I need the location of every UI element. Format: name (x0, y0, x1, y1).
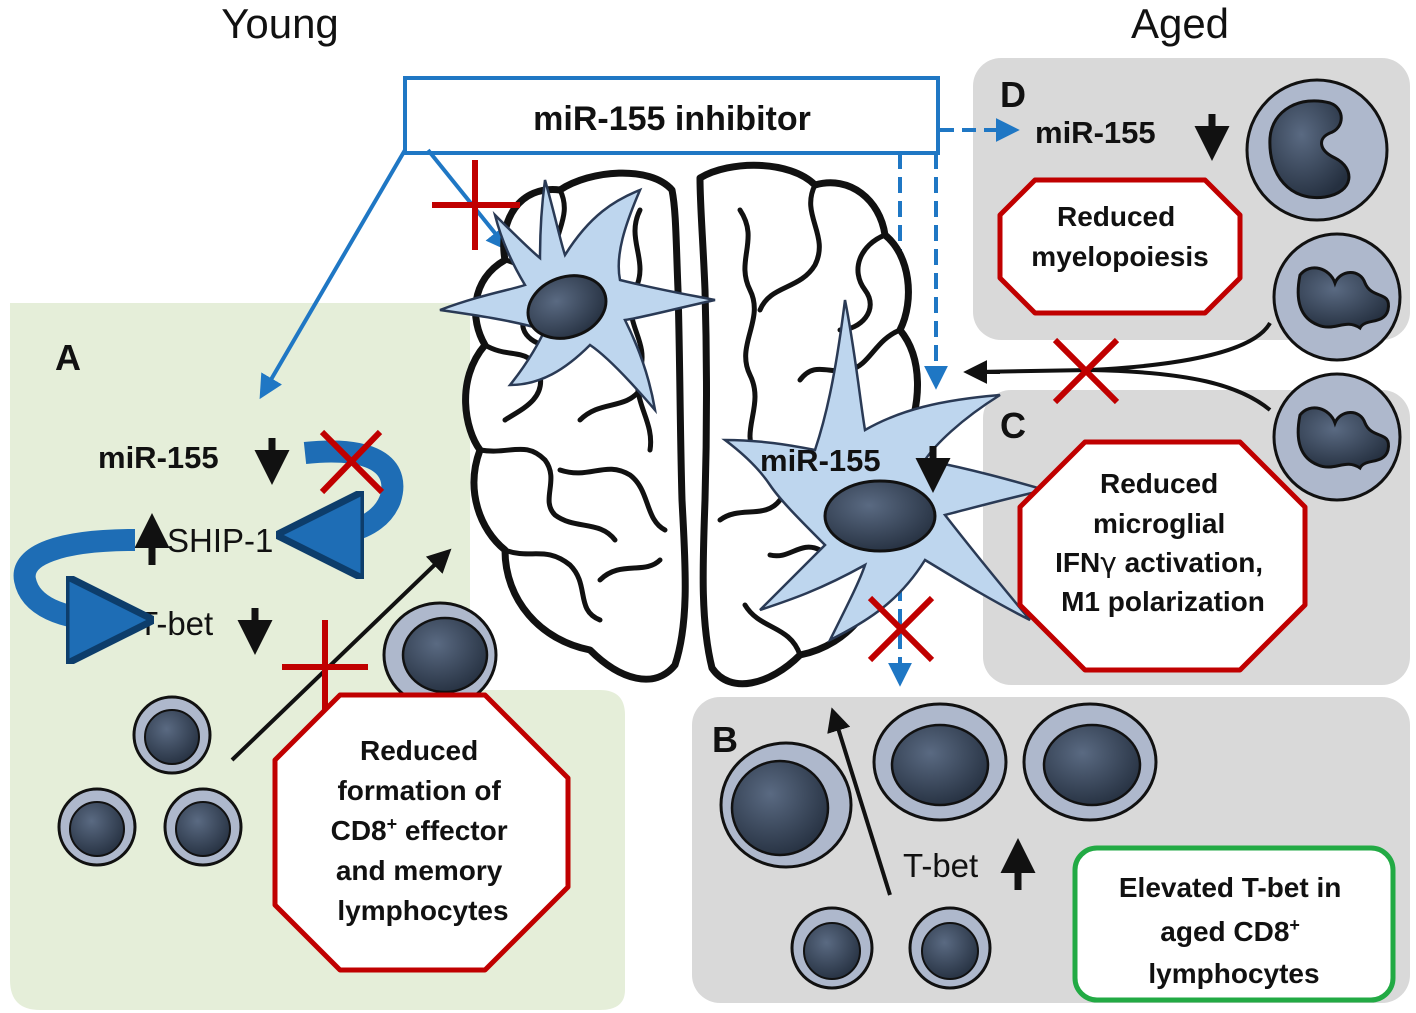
myeloid-progenitor-cell (1245, 78, 1389, 222)
effector-cell (382, 601, 498, 709)
inhibitor-label: miR-155 inhibitor (533, 100, 811, 138)
arrow-inhibitor-to-neuron (426, 148, 511, 252)
panel-b-green-box: Elevated T-bet in aged CD8+ lymphocytes (1072, 845, 1396, 1003)
panel-c-octagon-line2: microglial (1093, 508, 1225, 539)
panel-a-octagon: Reduced formation of CD8+ effector and m… (272, 692, 571, 973)
panel-a-cells (57, 601, 498, 867)
microglia-cell-right (721, 299, 1046, 643)
inhibitor-box: miR-155 inhibitor (403, 76, 940, 155)
svg-text:Reduced formation of: Reduced formation of CD8+ effector and m… (331, 735, 516, 926)
panel-a-red-cross (282, 620, 368, 715)
panel-d-octagon-line1: Reduced (1057, 201, 1175, 232)
effector-cell (872, 702, 1008, 822)
panel-d-octagon: Reduced myelopoiesis (997, 177, 1243, 316)
svg-text:Elevated T-bet in aged C: Elevated T-bet in aged CD8+ lymphocytes (1119, 872, 1349, 989)
arrow-inhibitor-to-a (259, 148, 407, 400)
lymphocyte (163, 787, 243, 867)
panel-a-octagon-line3: CD8+ effector (331, 814, 508, 846)
panel-b-box-line2: aged CD8+ (1160, 915, 1300, 947)
effector-cell (719, 741, 853, 869)
panel-a-octagon-line5: lymphocytes (337, 895, 508, 926)
panel-c-red-x (867, 595, 935, 663)
lymphocyte (132, 695, 212, 775)
brain-mir155-label: miR-155 (760, 443, 881, 478)
monocyte-cell-upper (1272, 232, 1402, 362)
neuron-red-cross (432, 160, 520, 250)
panel-b-tbet: T-bet (903, 847, 978, 884)
panel-b-cells (719, 702, 1158, 990)
panel-d-red-x (1052, 337, 1120, 405)
panel-a-curved-arrow-lower (13, 529, 135, 620)
header-young: Young (221, 0, 339, 47)
microglia-cell-left (439, 179, 716, 415)
panel-d-octagon-line2: myelopoiesis (1031, 241, 1208, 272)
panel-b-letter: B (712, 719, 738, 760)
header-aged: Aged (1131, 0, 1229, 47)
panel-a-letter: A (55, 337, 81, 378)
panel-a-mir155: miR-155 (98, 440, 219, 475)
panel-a-tbet: T-bet (138, 605, 213, 642)
svg-text:Reduced microglial: Reduced microglial IFNγ activation, M1 p… (1055, 468, 1271, 617)
panel-d-letter: D (1000, 74, 1026, 115)
panel-b-box-line1: Elevated T-bet in (1119, 872, 1342, 903)
panel-a-octagon-line2: formation of (337, 775, 501, 806)
lymphocyte (57, 787, 137, 867)
panel-c-octagon-line3: IFNγ activation, (1055, 546, 1263, 579)
monocyte-migration-arrow (974, 321, 1272, 412)
panel-a-differentiation-arrow (230, 548, 452, 762)
panel-a-red-x (319, 429, 385, 495)
panel-b-box-line3: lymphocytes (1148, 958, 1319, 989)
panel-b-differentiation-arrow (827, 707, 892, 896)
panel-a-ship1: SHIP-1 (167, 522, 273, 559)
lymphocyte (908, 906, 992, 990)
panel-c-letter: C (1000, 405, 1026, 446)
effector-cell (1022, 702, 1158, 822)
svg-text:Reduced myelopoiesis: Reduced myelopoiesis (1031, 201, 1208, 272)
panel-c-octagon-line1: Reduced (1100, 468, 1218, 499)
panel-a-octagon-line4: and memory (336, 855, 503, 886)
panel-a-octagon-line1: Reduced (360, 735, 478, 766)
panel-c-octagon-line4: M1 polarization (1061, 586, 1265, 617)
lymphocyte (790, 906, 874, 990)
panel-d-mir155: miR-155 (1035, 115, 1156, 150)
panel-c-octagon: Reduced microglial IFNγ activation, M1 p… (1017, 439, 1308, 673)
monocyte-cell-lower (1272, 372, 1402, 502)
